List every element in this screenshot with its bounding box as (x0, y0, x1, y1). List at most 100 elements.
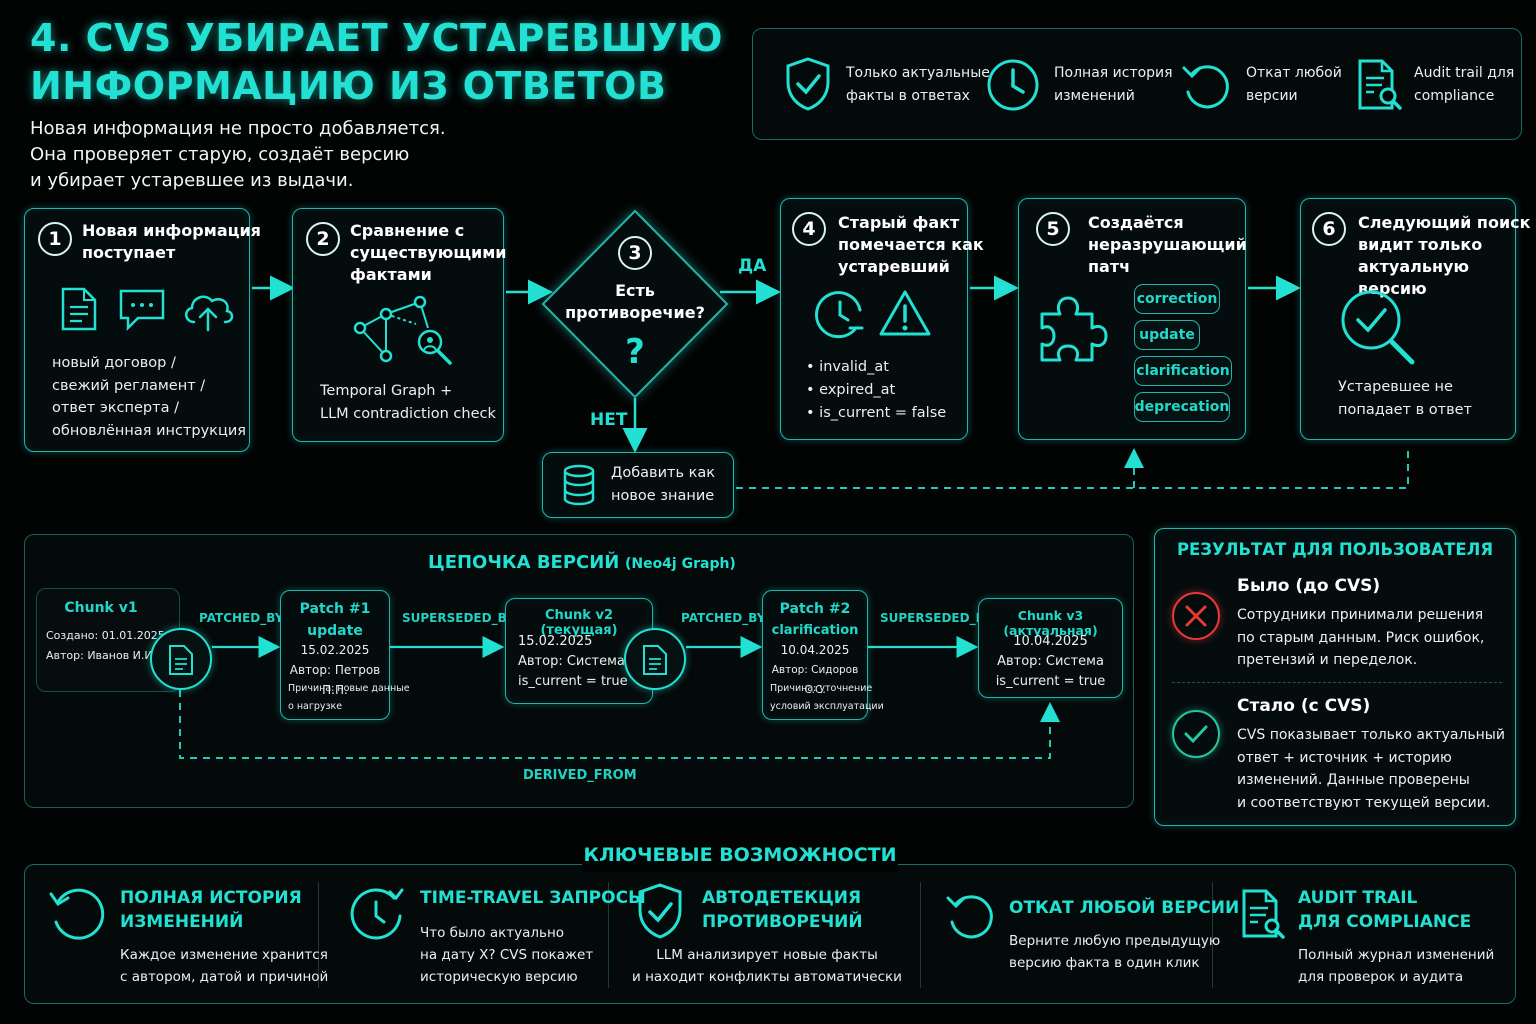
patch-2-title: Patch #2 clarification (762, 598, 868, 642)
shield-check-icon (786, 57, 830, 111)
patch-tag-update: update (1134, 320, 1200, 350)
feature-line: с автором, датой и причиной (120, 969, 329, 985)
body-line: ответ эксперта / (52, 400, 179, 416)
step-5-title: Создаётся неразрушающий патч (1088, 212, 1247, 278)
step-1-body: новый договор / свежий регламент / ответ… (52, 352, 246, 442)
feature-line: версию факта в один клик (1009, 955, 1200, 971)
title-line: фактами (350, 265, 432, 284)
feature-divider (920, 882, 921, 988)
node-line: Автор: Система (518, 654, 625, 669)
benefit-text: Полная история изменений (1054, 62, 1173, 108)
node-line: 10.04.2025 (780, 643, 850, 657)
patch-1-details: 15.02.2025 Автор: Петров П.П. (280, 640, 390, 700)
decision-diamond (541, 209, 729, 399)
chunk-v3-details: 10.04.2025 Автор: Система is_current = t… (978, 632, 1123, 692)
feature-line: и находит конфликты автоматически (632, 969, 902, 985)
feature-title: TIME-TRAVEL ЗАПРОСЫ (420, 886, 646, 910)
search-check-icon (1341, 290, 1415, 365)
feature-title: ОТКАТ ЛЮБОЙ ВЕРСИИ (1009, 896, 1239, 920)
body-line: новое знание (611, 488, 715, 504)
clock-icon (987, 59, 1039, 111)
title-line: устаревший (838, 257, 950, 276)
step-2-title: Сравнение с существующими фактами (350, 220, 507, 286)
before-text: Сотрудники принимали решения по старым д… (1237, 604, 1484, 672)
chain-title: ЦЕПОЧКА ВЕРСИЙ (Neo4j Graph) (428, 552, 736, 573)
edge-label-superseded-by: SUPERSEDED_BY (402, 611, 515, 625)
rollback-icon (946, 895, 993, 939)
result-line: Сотрудники принимали решения (1237, 607, 1484, 623)
feature-line: Что было актуально (420, 925, 565, 941)
warning-icon (879, 290, 931, 336)
benefit-line: Audit trail для (1414, 65, 1515, 81)
feature-divider (608, 882, 609, 988)
document-icon (169, 645, 193, 675)
node-kind: update (307, 623, 363, 639)
title-line: видит только (1358, 235, 1483, 254)
body-line: попадает в ответ (1338, 402, 1472, 418)
node-line: о нагрузке (288, 701, 343, 712)
feature-body: Верните любую предыдущую версию факта в … (1009, 930, 1220, 974)
chunk-v2-title: Chunk v2 (текущая) (540, 608, 618, 638)
node-title: Patch #1 (299, 601, 371, 617)
chunk-v1-title: Chunk v1 (64, 600, 138, 616)
body-line: новый договор / (52, 355, 176, 371)
benefit-line: изменений (1054, 88, 1135, 104)
body-line: • invalid_at (806, 359, 889, 375)
benefit-line: версии (1246, 88, 1298, 104)
feature-line: историческую версию (420, 969, 578, 985)
result-line: по старым данным. Риск ошибок, (1237, 629, 1485, 646)
chunk-v2-details: 15.02.2025 Автор: Система is_current = t… (518, 632, 628, 692)
step-6-body: Устаревшее не попадает в ответ (1338, 376, 1472, 422)
good-circle-icon (1172, 710, 1220, 758)
benefit-line: Только актуальные (846, 65, 990, 81)
title-line: существующими (350, 243, 507, 262)
feature-title: АВТОДЕТЕКЦИЯ ПРОТИВОРЕЧИЙ (702, 886, 863, 934)
node-line: Причина: уточнение (770, 683, 873, 694)
title-line: патч (1088, 257, 1131, 276)
patch-2-node (762, 590, 868, 720)
step-number: 1 (38, 222, 72, 256)
doc-node-circle (150, 628, 212, 690)
node-title: Patch #2 (779, 601, 851, 617)
benefit-line: Полная история (1054, 65, 1173, 81)
audit-document-icon (1242, 889, 1285, 939)
after-title: Стало (с CVS) (1237, 696, 1371, 716)
title-line: Создаётся (1088, 213, 1184, 232)
title-line: поступает (82, 243, 176, 262)
feature-line: Полный журнал изменений (1298, 947, 1495, 963)
no-label: НЕТ (590, 410, 628, 430)
title-line: противоречие? (565, 303, 705, 322)
node-line: 15.02.2025 (518, 634, 593, 649)
patch-2-reason: Причина: уточнение условий эксплуатации (770, 680, 884, 716)
check-icon (1184, 725, 1208, 744)
features-title-bg (582, 844, 898, 872)
step-3-title: Есть противоречие? (560, 280, 710, 324)
subtitle-line: Новая информация не просто добавляется. (30, 118, 446, 139)
feature-title-line: AUDIT TRAIL (1298, 888, 1418, 908)
rollback-icon (1182, 65, 1229, 109)
step-4-title: Старый факт помечается как устаревший (838, 212, 984, 278)
body-line: обновлённая инструкция (52, 422, 246, 439)
step-number: 2 (306, 222, 340, 256)
feature-title-line: ИЗМЕНЕНИЙ (120, 912, 244, 932)
chunk-v3-title: Chunk v3 (актуальная) (1003, 608, 1098, 638)
body-line: LLM contradiction check (320, 405, 496, 422)
benefit-text: Откат любой версии (1246, 62, 1342, 108)
title-line: Старый факт (838, 213, 960, 232)
patch-tag-clarification: clarification (1134, 356, 1232, 386)
node-line: 15.02.2025 (300, 643, 370, 657)
edge-label-derived-from: DERIVED_FROM (523, 768, 637, 783)
feature-line: для проверок и аудита (1298, 969, 1464, 985)
feature-body: Каждое изменение хранится с автором, дат… (120, 944, 328, 988)
feature-title: AUDIT TRAIL ДЛЯ COMPLIANCE (1298, 886, 1471, 934)
clock-icon (815, 291, 864, 339)
body-line: • is_current = false (806, 405, 947, 421)
chunk-v1-details: Создано: 01.01.2025 Автор: Иванов И.И. (46, 626, 165, 666)
step-number: 5 (1036, 212, 1070, 246)
node-line: Автор: Система (997, 654, 1104, 669)
feature-divider (318, 882, 319, 988)
audit-document-icon (1358, 59, 1402, 110)
edge-label-patched-by: PATCHED_BY (199, 611, 284, 625)
